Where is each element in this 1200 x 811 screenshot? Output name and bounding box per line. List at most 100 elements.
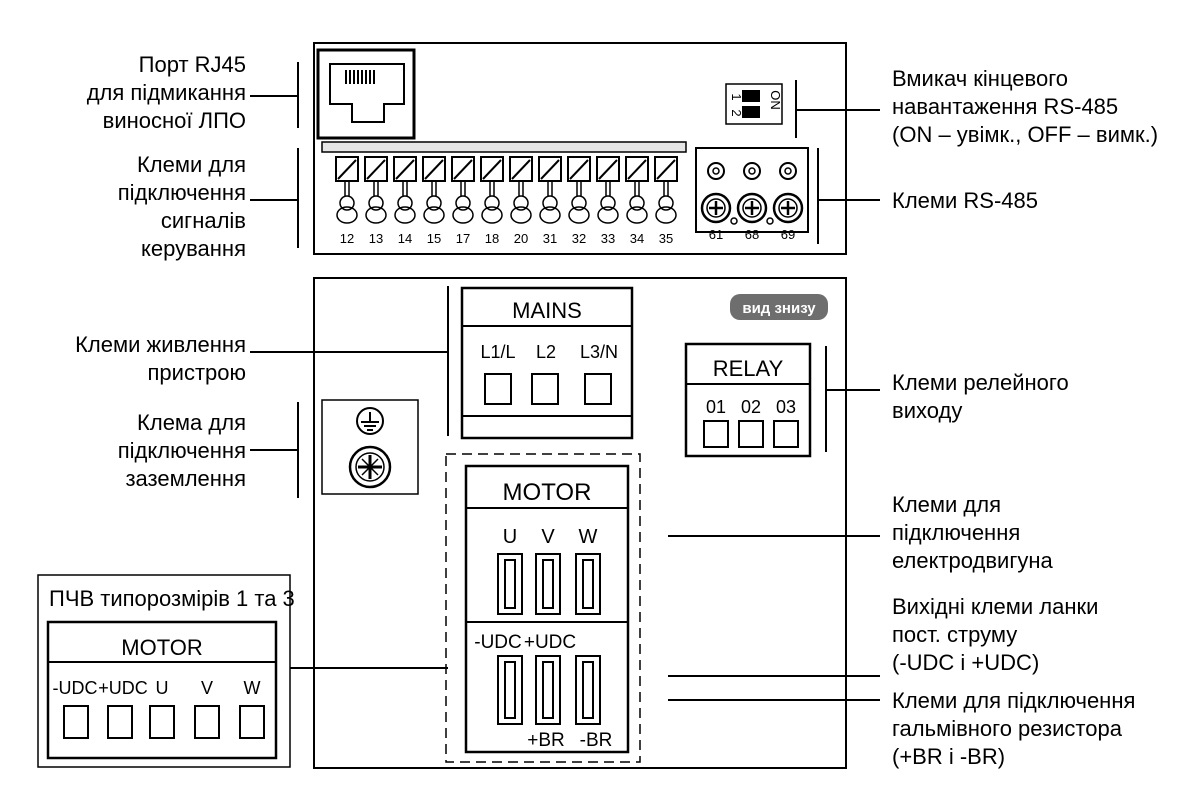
rs485-terminal-number: 69 bbox=[781, 227, 795, 242]
rs485-terminal-number: 61 bbox=[709, 227, 723, 242]
rj45-port bbox=[316, 48, 416, 140]
svg-text:Клеми для: Клеми для bbox=[137, 152, 246, 177]
svg-text:сигналів: сигналів bbox=[161, 208, 246, 233]
control-terminal-number: 15 bbox=[427, 231, 441, 246]
label-power-terminals: Клеми живлення пристрою bbox=[75, 332, 246, 385]
svg-text:підключення: підключення bbox=[892, 520, 1020, 545]
svg-text:пристрою: пристрою bbox=[148, 360, 246, 385]
svg-text:Вмикач кінцевого: Вмикач кінцевого bbox=[892, 66, 1068, 91]
svg-text:(ON – увімк., OFF – вимк.): (ON – увімк., OFF – вимк.) bbox=[892, 122, 1158, 147]
motor-terminal-block: MOTOR U V W -UDC +UDC +BR -BR bbox=[464, 464, 630, 754]
relay-terminal-02: 02 bbox=[741, 397, 761, 417]
svg-text:(-UDC і +UDC): (-UDC і +UDC) bbox=[892, 650, 1039, 675]
svg-text:виходу: виходу bbox=[892, 398, 962, 423]
control-terminal: 13 bbox=[364, 156, 388, 246]
svg-text:підключення: підключення bbox=[118, 438, 246, 463]
control-terminal-number: 34 bbox=[630, 231, 644, 246]
inset-terminal-v: V bbox=[201, 678, 213, 698]
control-terminal-number: 20 bbox=[514, 231, 528, 246]
inset-title: MOTOR bbox=[121, 635, 202, 660]
svg-text:Клеми для: Клеми для bbox=[892, 492, 1001, 517]
control-terminal-number: 32 bbox=[572, 231, 586, 246]
top-panel bbox=[313, 42, 847, 255]
label-dc-link-terminals: Вихідні клеми ланки пост. струму (-UDC і… bbox=[892, 594, 1098, 675]
control-terminal-number: 14 bbox=[398, 231, 412, 246]
svg-text:Порт RJ45: Порт RJ45 bbox=[139, 52, 246, 77]
termination-dip-switch[interactable]: 1 2 ON bbox=[725, 83, 783, 125]
control-terminal: 33 bbox=[596, 156, 620, 246]
svg-text:підключення: підключення bbox=[118, 180, 246, 205]
mains-title: MAINS bbox=[512, 298, 582, 323]
control-terminal-number: 12 bbox=[340, 231, 354, 246]
inset-motor-block: ПЧВ типорозмірів 1 та 3 MOTOR -UDC +UDC … bbox=[37, 574, 295, 768]
svg-text:Вихідні клеми ланки: Вихідні клеми ланки bbox=[892, 594, 1098, 619]
motor-terminal-minus-udc: -UDC bbox=[474, 632, 522, 653]
control-terminal-number: 18 bbox=[485, 231, 499, 246]
dip-pos-2: 2 bbox=[729, 109, 744, 116]
control-terminal: 15 bbox=[422, 156, 446, 246]
svg-text:(+BR і -BR): (+BR і -BR) bbox=[892, 744, 1005, 769]
motor-dashed-outline bbox=[445, 453, 641, 763]
motor-title: MOTOR bbox=[503, 479, 592, 506]
motor-terminal-plus-udc: +UDC bbox=[524, 632, 576, 653]
svg-text:Клеми релейного: Клеми релейного bbox=[892, 370, 1069, 395]
rs485-terminal: 68 bbox=[736, 162, 774, 242]
control-terminal-number: 17 bbox=[456, 231, 470, 246]
rs485-terminal-number: 68 bbox=[745, 227, 759, 242]
control-terminal: 31 bbox=[538, 156, 562, 246]
control-terminal: 18 bbox=[480, 156, 504, 246]
inset-terminal-w: W bbox=[244, 678, 261, 698]
svg-text:виносної ЛПО: виносної ЛПО bbox=[103, 108, 246, 133]
label-motor-terminals: Клеми для підключення електродвигуна bbox=[892, 492, 1054, 573]
motor-terminal-minus-br: -BR bbox=[580, 730, 613, 751]
mains-terminal-block: MAINS L1/L L2 L3/N bbox=[460, 286, 634, 440]
label-rs485-terminals: Клеми RS-485 bbox=[892, 188, 1038, 213]
svg-text:керування: керування bbox=[141, 236, 246, 261]
motor-terminal-u: U bbox=[503, 526, 517, 548]
svg-text:Клема для: Клема для bbox=[137, 410, 246, 435]
svg-text:вид знизу: вид знизу bbox=[742, 300, 816, 317]
dip-pos-1: 1 bbox=[729, 93, 744, 100]
control-terminal: 12 bbox=[335, 156, 359, 246]
label-ground-terminal: Клема для підключення заземлення bbox=[118, 410, 246, 491]
rs485-terminal-block: 61 68 69 bbox=[695, 147, 809, 242]
ground-terminal bbox=[321, 399, 419, 495]
control-terminal-strip: 12 13 14 15 17 18 20 31 32 33 34 35 bbox=[321, 141, 687, 246]
relay-terminal-01: 01 bbox=[706, 397, 726, 417]
rs485-terminal: 61 bbox=[700, 162, 738, 242]
svg-text:заземлення: заземлення bbox=[125, 466, 246, 491]
svg-text:Клеми для підключення: Клеми для підключення bbox=[892, 688, 1135, 713]
svg-text:Клеми живлення: Клеми живлення bbox=[75, 332, 246, 357]
bottom-panel bbox=[313, 277, 847, 769]
bottom-view-badge: вид знизу bbox=[730, 294, 828, 320]
svg-text:Клеми RS-485: Клеми RS-485 bbox=[892, 188, 1038, 213]
label-relay-terminals: Клеми релейного виходу bbox=[892, 370, 1069, 423]
control-terminal-number: 31 bbox=[543, 231, 557, 246]
control-terminal: 34 bbox=[625, 156, 649, 246]
callout-lines bbox=[250, 62, 880, 701]
rs485-terminal: 69 bbox=[772, 162, 804, 242]
motor-terminal-v: V bbox=[541, 526, 555, 548]
label-brake-resistor-terminals: Клеми для підключення гальмівного резист… bbox=[892, 688, 1135, 769]
control-terminal: 20 bbox=[509, 156, 533, 246]
svg-text:гальмівного резистора: гальмівного резистора bbox=[892, 716, 1123, 741]
ground-screw-icon bbox=[348, 445, 392, 489]
label-control-terminals: Клеми для підключення сигналів керування bbox=[118, 152, 246, 261]
control-terminal-number: 35 bbox=[659, 231, 673, 246]
inset-terminal-minus-udc: -UDC bbox=[53, 678, 98, 698]
label-termination-switch: Вмикач кінцевого навантаження RS-485 (ON… bbox=[892, 66, 1158, 147]
control-terminal-number: 33 bbox=[601, 231, 615, 246]
mains-terminal-l3: L3/N bbox=[580, 342, 618, 362]
ground-icon bbox=[356, 407, 384, 435]
svg-text:електродвигуна: електродвигуна bbox=[892, 548, 1054, 573]
label-rj45: Порт RJ45 для підмикання виносної ЛПО bbox=[87, 52, 246, 133]
control-terminal: 14 bbox=[393, 156, 417, 246]
svg-text:навантаження RS-485: навантаження RS-485 bbox=[892, 94, 1118, 119]
inset-terminal-u: U bbox=[156, 678, 169, 698]
control-terminal: 32 bbox=[567, 156, 591, 246]
motor-terminal-plus-br: +BR bbox=[527, 730, 565, 751]
mains-terminal-l2: L2 bbox=[536, 342, 556, 362]
svg-text:пост. струму: пост. струму bbox=[892, 622, 1017, 647]
control-terminal: 17 bbox=[451, 156, 475, 246]
